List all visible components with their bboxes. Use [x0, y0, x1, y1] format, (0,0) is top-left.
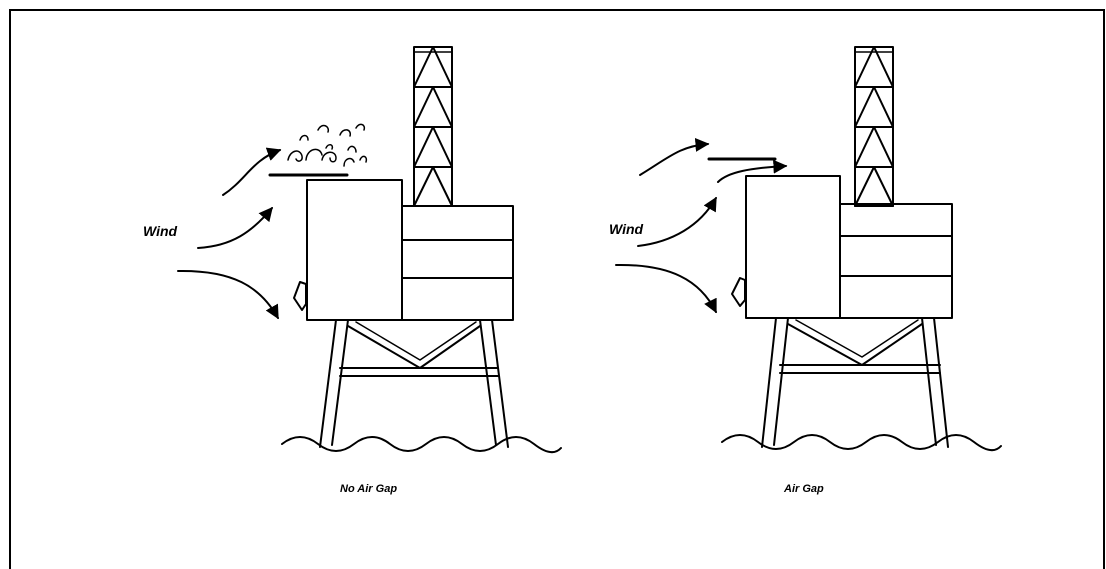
figure-frame [9, 9, 1105, 569]
derrick-tower [854, 46, 894, 207]
platform-no-air-gap: Wind No Air Gap [143, 46, 562, 495]
lifeboat [293, 281, 307, 311]
platform-air-gap: Wind Air Gap [609, 46, 1002, 495]
sea-surface [721, 434, 1002, 452]
wind-arrow-top [639, 137, 710, 176]
caption-no-air-gap: No Air Gap [340, 483, 397, 495]
caption-air-gap: Air Gap [783, 483, 824, 495]
wind-arrow-upper [222, 147, 282, 196]
quarters-block [306, 179, 403, 321]
deck-modules [401, 205, 514, 321]
wind-arrow-lower [177, 269, 279, 320]
derrick-tower [413, 46, 453, 207]
jacket-structure [319, 319, 509, 448]
wind-label: Wind [609, 221, 644, 237]
quarters-block [745, 175, 841, 319]
wind-arrow-lower [615, 263, 717, 314]
sea-surface [281, 436, 562, 454]
wind-label: Wind [143, 223, 178, 239]
wind-arrow-middle [197, 206, 273, 249]
lifeboat [731, 277, 746, 307]
turbulence-swirls [287, 123, 368, 167]
deck-modules [839, 203, 953, 319]
wind-arrow-middle [637, 196, 717, 247]
jacket-structure [761, 317, 949, 448]
wind-arrow-gap [717, 159, 788, 183]
